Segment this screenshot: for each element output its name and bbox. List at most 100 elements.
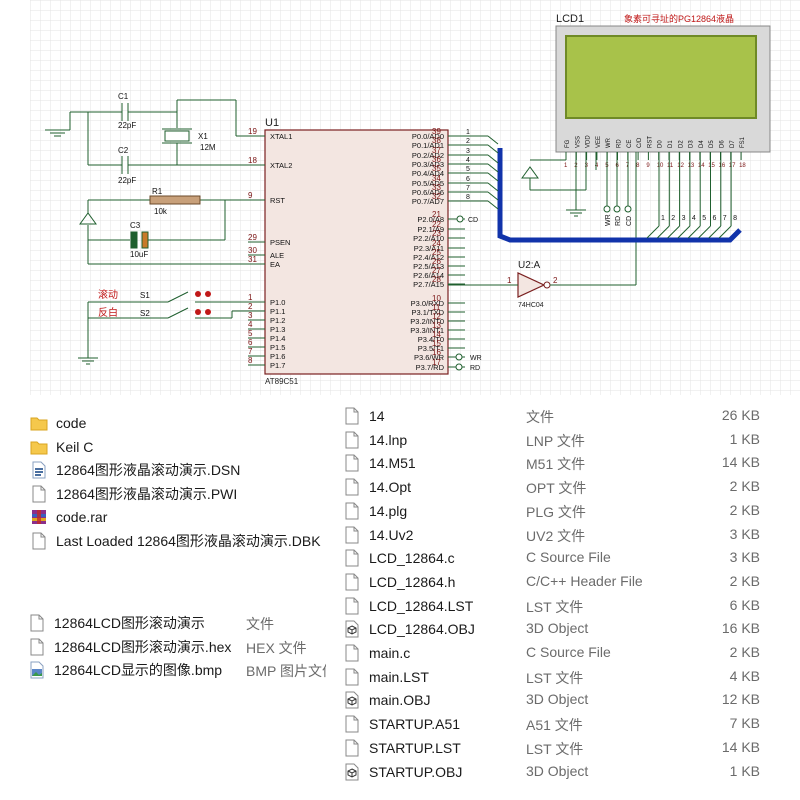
- file-list-item[interactable]: 14.Opt: [343, 476, 411, 498]
- file-name: STARTUP.OBJ: [369, 763, 463, 780]
- mcu-pin-number: 37: [432, 146, 441, 155]
- mcu-pin-number: 19: [248, 127, 257, 136]
- mcu-pin-name: P0.7/AD7: [412, 197, 444, 206]
- r1-ref: R1: [152, 187, 163, 196]
- file-icon: [345, 478, 359, 496]
- 3d-object-icon: [345, 620, 359, 638]
- file-list-item[interactable]: LCD_12864.c: [343, 547, 455, 569]
- file-type: BMP 图片文件: [246, 663, 326, 680]
- file-size: 26 KB: [721, 407, 760, 423]
- inverter-u2a[interactable]: U2:A 74HC04 1 2: [507, 260, 558, 309]
- s2-ref: S2: [140, 309, 150, 318]
- lcd-screen: [565, 35, 757, 119]
- file-type: OPT 文件: [526, 480, 587, 497]
- file-list-item[interactable]: main.c: [343, 642, 410, 664]
- mcu-part: AT89C51: [265, 377, 299, 386]
- mcu-net-cd: CD: [468, 217, 478, 224]
- file-type: 3D Object: [526, 762, 589, 779]
- s1-contact: [205, 291, 211, 297]
- file-list-item[interactable]: 14.lnp: [343, 429, 407, 451]
- file-list-item[interactable]: 14.Uv2: [343, 524, 413, 546]
- mcu-pin-number: 4: [248, 320, 253, 329]
- mcu-pin-number: 21: [432, 210, 441, 219]
- file-list-item[interactable]: code.rar: [30, 506, 107, 528]
- mcu-pin-number: 39: [432, 127, 441, 136]
- file-name: LCD_12864.h: [369, 573, 456, 590]
- file-list-item[interactable]: LCD_12864.LST: [343, 595, 473, 617]
- file-icon: [345, 573, 359, 591]
- file-list-item[interactable]: 14: [343, 405, 385, 427]
- mcu-pin-number: 27: [432, 266, 441, 275]
- mcu-pin-name: P0.0/AD0: [412, 132, 444, 141]
- file-list-item[interactable]: 14.plg: [343, 500, 407, 522]
- file-list-item[interactable]: 12864LCD图形滚动演示.hex: [28, 636, 231, 658]
- dsn-file-icon: [32, 461, 46, 479]
- file-list-item[interactable]: 12864LCD显示的图像.bmp: [28, 659, 222, 681]
- mcu-pin-name: P3.0/RXD: [411, 299, 445, 308]
- mcu-pin-number: 10: [432, 294, 441, 303]
- c1-value: 22pF: [118, 121, 136, 130]
- file-name: LCD_12864.OBJ: [369, 621, 475, 638]
- lcd-pin-number: 11: [667, 163, 674, 169]
- file-type: LST 文件: [526, 740, 584, 757]
- file-icon: [345, 644, 359, 662]
- file-list-item[interactable]: LCD_12864.OBJ: [343, 618, 475, 640]
- p0-bus-number: 6: [466, 176, 470, 183]
- file-list-item[interactable]: code: [30, 412, 86, 434]
- lcd-pin-number: 1: [564, 163, 568, 169]
- file-list-item[interactable]: main.OBJ: [343, 689, 430, 711]
- 3d-object-icon: [345, 691, 359, 709]
- file-name: 14.Uv2: [369, 526, 414, 543]
- mcu-pin-name: P3.7/RD: [416, 363, 445, 372]
- mcu-pin-name: EA: [270, 260, 280, 269]
- file-list-item[interactable]: Keil C: [30, 436, 93, 458]
- mcu-pin-number: 22: [432, 220, 441, 229]
- inverter-wires: [448, 152, 637, 286]
- lcd-bus-number: 6: [713, 215, 717, 222]
- mcu-pin-number: 8: [248, 356, 253, 365]
- file-name: Keil C: [56, 438, 94, 455]
- lcd-pin-name: FS1: [740, 136, 746, 148]
- oscillator-circuit: [45, 99, 248, 365]
- lcd-pin-name: D4: [699, 140, 705, 148]
- file-list-item[interactable]: 12864LCD图形滚动演示: [28, 612, 205, 634]
- file-list-item[interactable]: main.LST: [343, 666, 429, 688]
- file-size: 2 KB: [729, 644, 760, 660]
- mcu-pin-name: P1.3: [270, 325, 285, 334]
- file-list-item[interactable]: 14.M51: [343, 452, 416, 474]
- file-name: 14.plg: [369, 502, 408, 519]
- file-list-item[interactable]: 12864图形液晶滚动演示.DSN: [30, 459, 240, 481]
- file-list-item[interactable]: STARTUP.A51: [343, 713, 460, 735]
- u2-in-pin: 1: [507, 276, 512, 285]
- file-icon: [345, 739, 359, 757]
- file-list-item[interactable]: 12864图形液晶滚动演示.PWI: [30, 483, 237, 505]
- lcd-bus-number: 1: [661, 215, 665, 222]
- file-name: 14: [369, 408, 385, 424]
- s1-ref: S1: [140, 291, 150, 300]
- mcu-pin-number: 38: [432, 136, 441, 145]
- file-list-item[interactable]: STARTUP.LST: [343, 737, 461, 759]
- lcd-pin-name: VEE: [596, 136, 602, 148]
- net-terminal: [455, 353, 463, 361]
- file-icon: [345, 597, 359, 615]
- file-list-item[interactable]: LCD_12864.h: [343, 571, 455, 593]
- file-list-item[interactable]: STARTUP.OBJ: [343, 761, 462, 783]
- file-name: 14.Opt: [369, 479, 412, 496]
- lcd-pin-name: D1: [668, 140, 674, 148]
- net-terminal: [613, 205, 621, 213]
- mcu-pin-name: P1.4: [270, 334, 285, 343]
- file-type: UV2 文件: [526, 527, 586, 544]
- file-size: 1 KB: [729, 762, 760, 779]
- lcd-pin-name: VDD: [586, 135, 592, 148]
- file-size: 16 KB: [721, 620, 760, 637]
- lcd-module[interactable]: LCD1 象素可寻址的PG12864液晶 FG1VSS2VDD3VEE4WR5R…: [555, 13, 771, 169]
- file-name: main.LST: [369, 668, 429, 685]
- file-list-item[interactable]: Last Loaded 12864图形液晶滚动演示.DBK: [30, 530, 321, 552]
- mcu-pin-name: P1.5: [270, 343, 285, 352]
- mcu-pin-number: 28: [432, 275, 441, 284]
- mcu-pin-name: P2.1/A9: [417, 225, 444, 234]
- file-size: 14 KB: [721, 738, 760, 755]
- mcu-at89c51[interactable]: U1 AT89C51 19XTAL118XTAL29RST29PSEN30ALE…: [248, 117, 482, 386]
- mcu-pin-number: 13: [432, 321, 441, 330]
